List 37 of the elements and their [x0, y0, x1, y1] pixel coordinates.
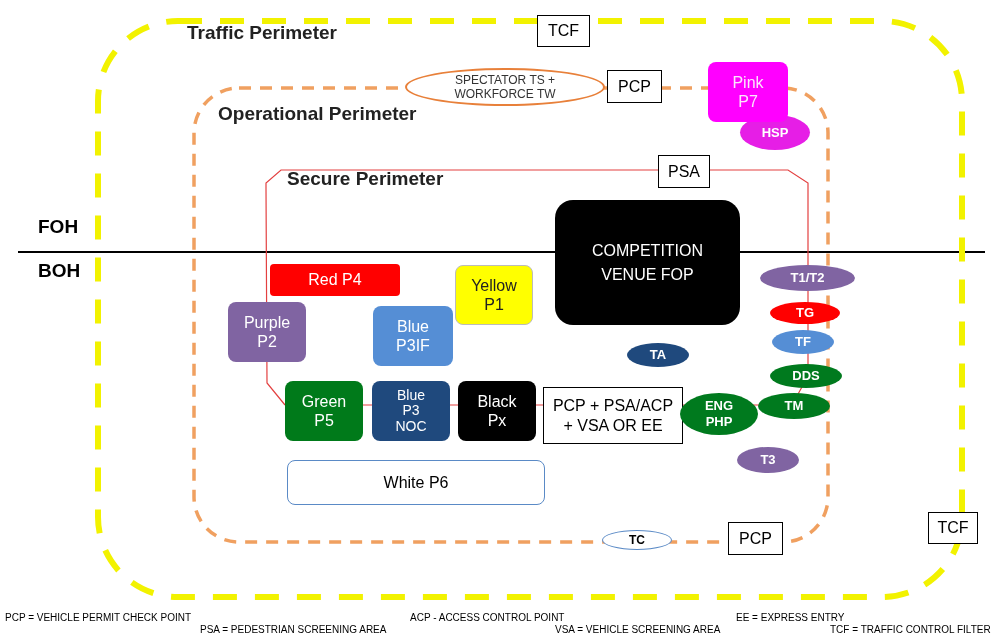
parking-box: Blue P3IF — [373, 306, 453, 366]
checkpoint-box: PCP — [728, 522, 783, 555]
footnote: PSA = PEDESTRIAN SCREENING AREA — [200, 624, 387, 635]
footnote: VSA = VEHICLE SCREENING AREA — [555, 624, 721, 635]
checkpoint-oval: TM — [758, 393, 830, 419]
perimeter-title: Operational Perimeter — [218, 103, 417, 126]
footnote: ACP - ACCESS CONTROL POINT — [410, 612, 565, 623]
parking-box: Purple P2 — [228, 302, 306, 362]
checkpoint-oval: ENG PHP — [680, 393, 758, 435]
checkpoint-oval: TF — [772, 330, 834, 354]
parking-box: Yellow P1 — [455, 265, 533, 325]
parking-box: Pink P7 — [708, 62, 788, 122]
parking-box: Blue P3 NOC — [372, 381, 450, 441]
parking-box: Black Px — [458, 381, 536, 441]
perimeter-title: Secure Perimeter — [287, 168, 444, 191]
footnote: PCP = VEHICLE PERMIT CHECK POINT — [5, 612, 192, 623]
checkpoint-oval: T3 — [737, 447, 799, 473]
perimeter-title: Traffic Perimeter — [187, 22, 337, 45]
checkpoint-box: PCP — [607, 70, 662, 103]
checkpoint-oval: SPECTATOR TS + WORKFORCE TW — [405, 68, 605, 106]
checkpoint-oval: TA — [627, 343, 689, 367]
zone-label: FOH — [38, 216, 79, 238]
checkpoint-oval: TC — [602, 530, 672, 550]
parking-box: White P6 — [287, 460, 545, 505]
checkpoint-oval: DDS — [770, 364, 842, 388]
parking-box: Green P5 — [285, 381, 363, 441]
checkpoint-oval: T1/T2 — [760, 265, 855, 291]
checkpoint-box: PSA — [658, 155, 710, 188]
footnote: TCF = TRAFFIC CONTROL FILTER — [830, 624, 991, 635]
checkpoint-box: TCF — [537, 15, 590, 47]
checkpoint-oval: TG — [770, 302, 840, 324]
footnote: EE = EXPRESS ENTRY — [736, 612, 845, 623]
parking-box: Red P4 — [270, 264, 400, 296]
checkpoint-box: PCP + PSA/ACP + VSA OR EE — [543, 387, 683, 444]
venue-box: COMPETITION VENUE FOP — [555, 200, 740, 325]
zone-label: BOH — [38, 260, 81, 282]
checkpoint-box: TCF — [928, 512, 978, 544]
